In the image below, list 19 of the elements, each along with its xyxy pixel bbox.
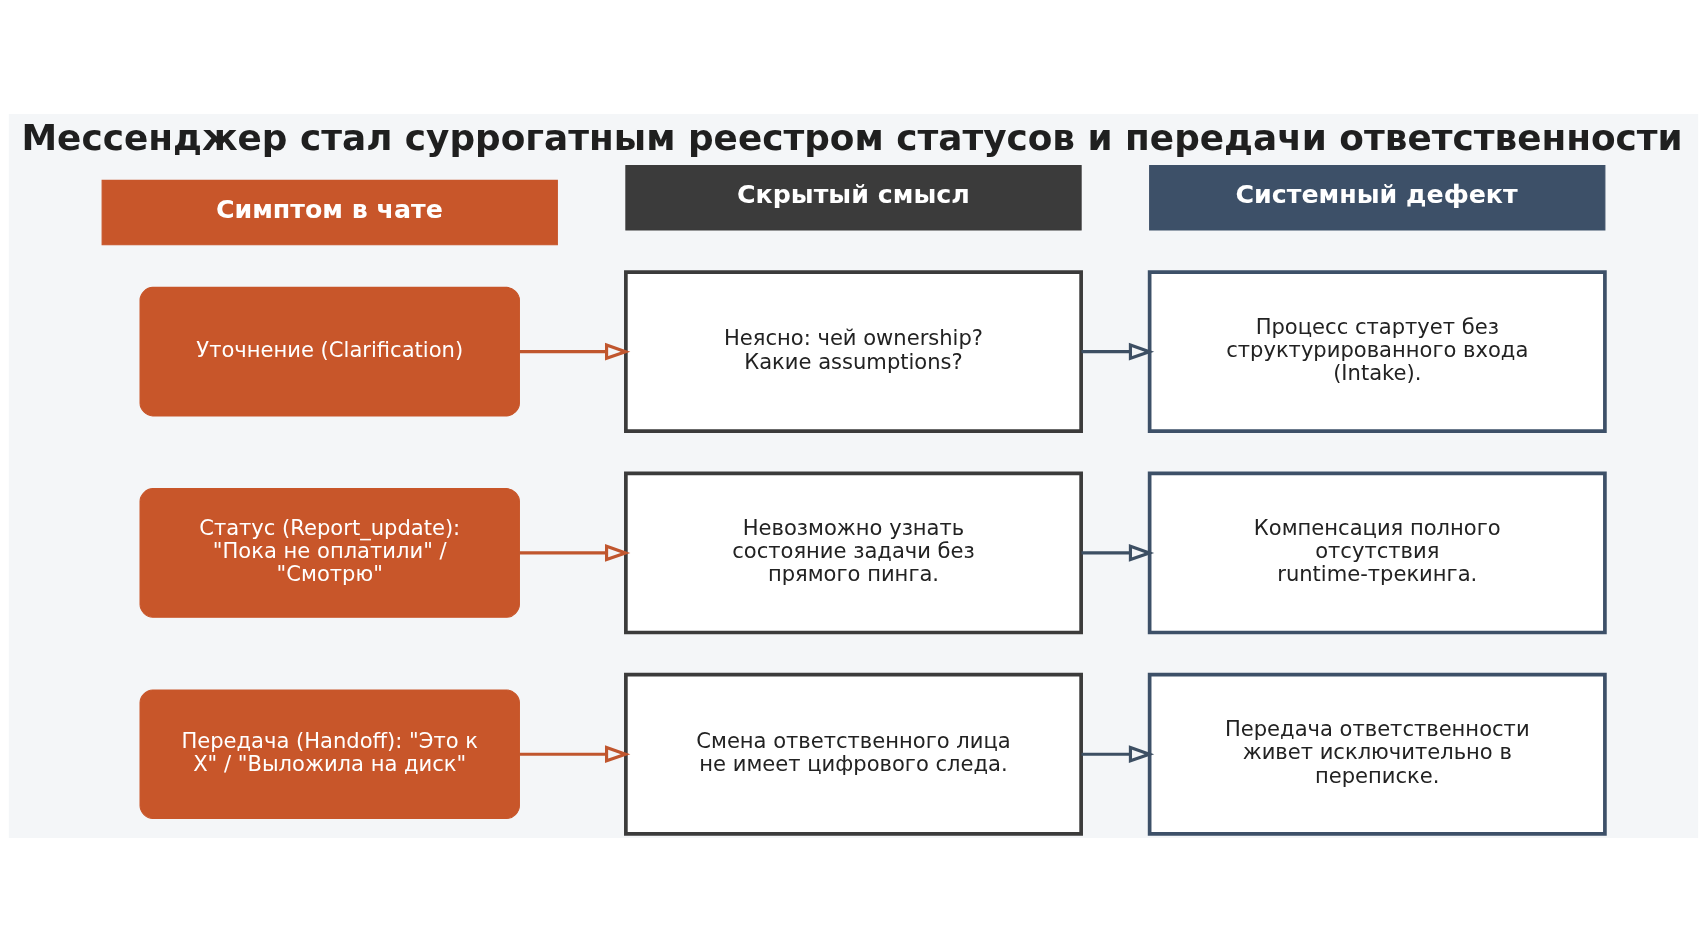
node-box: Невозможно узнать состояние задачи без прямого пинга. bbox=[624, 471, 1083, 635]
arrow bbox=[519, 745, 631, 764]
arrow bbox=[1081, 342, 1155, 361]
node-box: Уточнение (Clarification) bbox=[139, 286, 520, 417]
node-box: Неясно: чей ownership? Какие assumptions? bbox=[624, 270, 1083, 434]
arrow bbox=[1081, 544, 1155, 562]
arrow bbox=[519, 544, 631, 562]
arrow bbox=[519, 342, 631, 361]
node-box: Смена ответственного лица не имеет цифрового следа. bbox=[624, 672, 1083, 836]
node-box: Скрытый смысл bbox=[625, 165, 1082, 231]
node-box: Статус (Report_update): "Пока не оплатили" / "Смотрю" bbox=[139, 488, 520, 618]
node-box: Компенсация полного отсутствия runtime-трекинга. bbox=[1147, 471, 1607, 635]
node-box: Передача ответственности живет исключительно в переписке. bbox=[1147, 672, 1607, 836]
node-box: Процесс стартует без структурированного входа (Intake). bbox=[1147, 270, 1607, 434]
diagram-title: Мессенджер стал суррогатным реестром статусов и передачи ответственности bbox=[21, 117, 1683, 159]
arrow bbox=[1081, 745, 1155, 764]
node-box: Передача (Handoff): "Это к X" / "Выложила на диск" bbox=[139, 689, 520, 820]
node-box: Системный дефект bbox=[1149, 165, 1606, 231]
node-box: Симптом в чате bbox=[101, 179, 558, 246]
